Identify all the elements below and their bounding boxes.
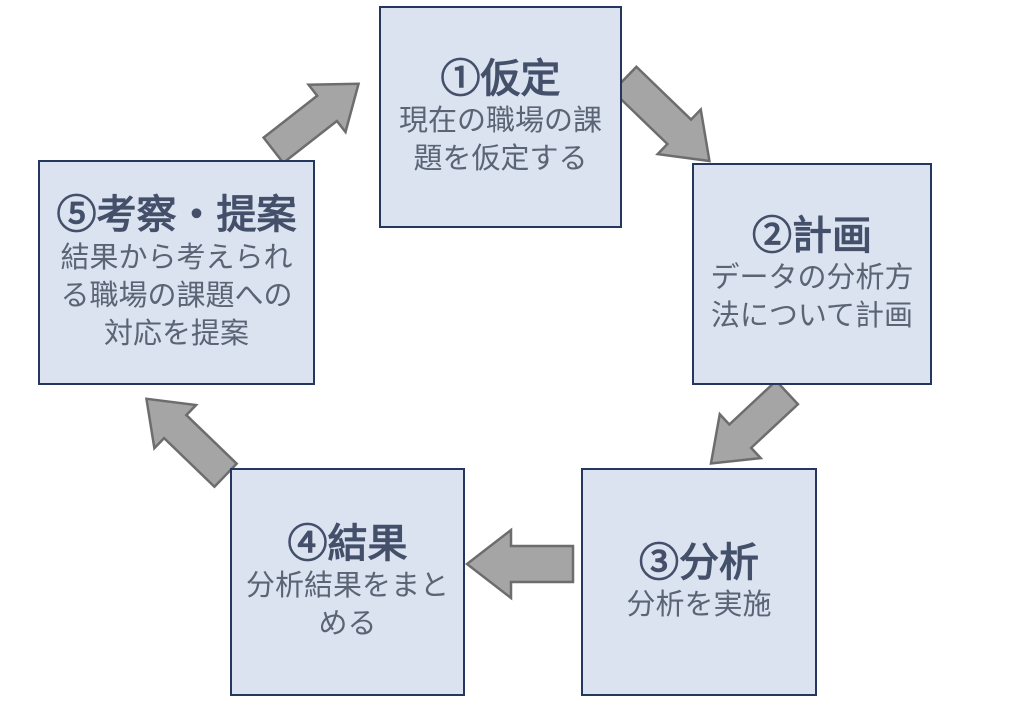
step-title: ①仮定 — [440, 56, 561, 101]
step-description-line: める — [318, 608, 377, 641]
step-description: 現在の職場の課 題を仮定する — [399, 103, 602, 179]
step-box-1-hypothesis: ①仮定 現在の職場の課 題を仮定する — [379, 6, 622, 228]
step-title: ②計画 — [752, 213, 872, 258]
step-box-5-discussion-proposal: ⑤考察・提案 結果から考えられ る職場の課題への 対応を提案 — [38, 160, 315, 385]
block-arrow-icon — [464, 527, 575, 601]
step-description: 分析を実施 — [626, 587, 771, 625]
step-description: データの分析方 法について計画 — [710, 260, 913, 336]
step-title: ③分析 — [639, 540, 759, 585]
step-description-line: 結果から考えられ — [60, 241, 293, 274]
step-description: 結果から考えられ る職場の課題への 対応を提案 — [60, 240, 292, 354]
flow-arrow-4-to-5 — [144, 397, 239, 489]
step-box-3-analysis: ③分析 分析を実施 — [581, 468, 817, 696]
step-box-2-plan: ②計画 データの分析方 法について計画 — [692, 163, 932, 385]
step-description-line: 分析を実施 — [626, 589, 772, 622]
flow-arrow-3-to-4 — [464, 527, 575, 601]
step-box-4-results: ④結果 分析結果をまと める — [230, 468, 465, 696]
step-description-line: 対応を提案 — [103, 317, 249, 350]
step-description-line: 題を仮定する — [413, 143, 588, 176]
block-arrow-icon — [144, 397, 239, 489]
step-description-line: 法について計画 — [710, 300, 914, 333]
step-description-line: 現在の職場の課 — [398, 105, 602, 138]
step-description: 分析結果をまと める — [246, 568, 449, 644]
flow-arrow-5-to-1 — [261, 82, 361, 165]
step-title: ⑤考察・提案 — [56, 193, 297, 238]
step-title: ④結果 — [287, 521, 408, 566]
step-description-line: データの分析方 — [710, 262, 914, 295]
block-arrow-icon — [261, 82, 361, 165]
step-description-line: 分析結果をまと — [245, 570, 449, 603]
step-description-line: る職場の課題への — [60, 279, 293, 312]
